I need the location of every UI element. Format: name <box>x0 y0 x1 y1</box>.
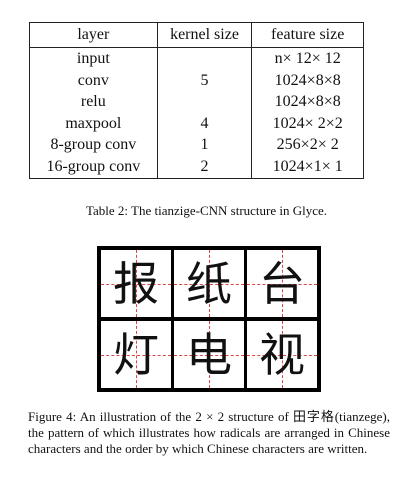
tianzige-cell: 灯 <box>101 321 171 388</box>
cell-feature-size: 1024×1× 1 <box>251 155 364 179</box>
header-feature-size: feature size <box>251 22 364 48</box>
chinese-character: 电 <box>186 327 232 382</box>
cell-layer: 8-group conv <box>50 136 137 154</box>
tianzige-cell: 视 <box>247 321 317 388</box>
chinese-character: 灯 <box>113 327 159 382</box>
cell-layer: relu <box>80 93 106 111</box>
cell-feature-size: n× 12× 12 <box>251 47 364 70</box>
cell-layer: 16-group conv <box>46 157 141 175</box>
figure-caption: Figure 4: An illustration of the 2 × 2 s… <box>28 409 390 456</box>
table-row: maxpool 4 1024× 2×2 <box>30 112 364 135</box>
tianzige-cell: 报 <box>101 250 171 317</box>
vertical-guide-line <box>282 321 283 388</box>
tianzige-cell: 纸 <box>174 250 244 317</box>
cell-feature-size: 1024×8×8 <box>251 91 364 113</box>
tianzige-grid: 报 纸 台 灯 电 视 <box>101 250 317 388</box>
vertical-guide-line <box>136 321 137 388</box>
cell-layer: maxpool <box>65 114 122 132</box>
tianzige-cell: 电 <box>174 321 244 388</box>
vertical-guide-line <box>209 321 210 388</box>
cell-feature-size: 1024×8×8 <box>251 69 364 92</box>
chinese-character: 纸 <box>186 256 232 311</box>
table-header-row: layer kernel size feature size <box>29 22 364 48</box>
structure-table: layer kernel size feature size input n× … <box>29 22 364 179</box>
table-row: relu 1024×8×8 <box>30 91 364 113</box>
table-row: conv 5 1024×8×8 <box>30 69 364 92</box>
tianzige-figure: 报 纸 台 灯 电 视 <box>97 246 321 392</box>
chinese-character: 视 <box>259 327 305 382</box>
table-row: 8-group conv 1 256×2× 2 <box>30 134 364 156</box>
table-caption: Table 2: The tianzige-CNN structure in G… <box>85 203 328 218</box>
tianzige-cell: 台 <box>247 250 317 317</box>
cell-kernel-size: 1 <box>156 134 252 156</box>
chinese-character: 台 <box>259 256 305 311</box>
cell-kernel-size: 5 <box>156 69 252 92</box>
table-row: input n× 12× 12 <box>30 47 364 70</box>
vertical-guide-line <box>282 250 283 317</box>
vertical-guide-line <box>136 250 137 317</box>
cell-feature-size: 256×2× 2 <box>251 134 364 156</box>
header-kernel-size: kernel size <box>156 22 252 48</box>
vertical-guide-line <box>209 250 210 317</box>
cell-kernel-size <box>156 91 252 113</box>
table-row: 16-group conv 2 1024×1× 1 <box>30 155 364 179</box>
chinese-character: 报 <box>113 256 159 311</box>
cell-layer: conv <box>77 71 109 89</box>
cell-layer: input <box>76 50 110 67</box>
cell-kernel-size: 2 <box>156 155 252 179</box>
cell-kernel-size <box>156 47 252 70</box>
cell-feature-size: 1024× 2×2 <box>251 112 364 135</box>
structure-table-container: layer kernel size feature size input n× … <box>29 22 364 179</box>
cell-kernel-size: 4 <box>156 112 252 135</box>
header-layer: layer <box>29 22 158 48</box>
